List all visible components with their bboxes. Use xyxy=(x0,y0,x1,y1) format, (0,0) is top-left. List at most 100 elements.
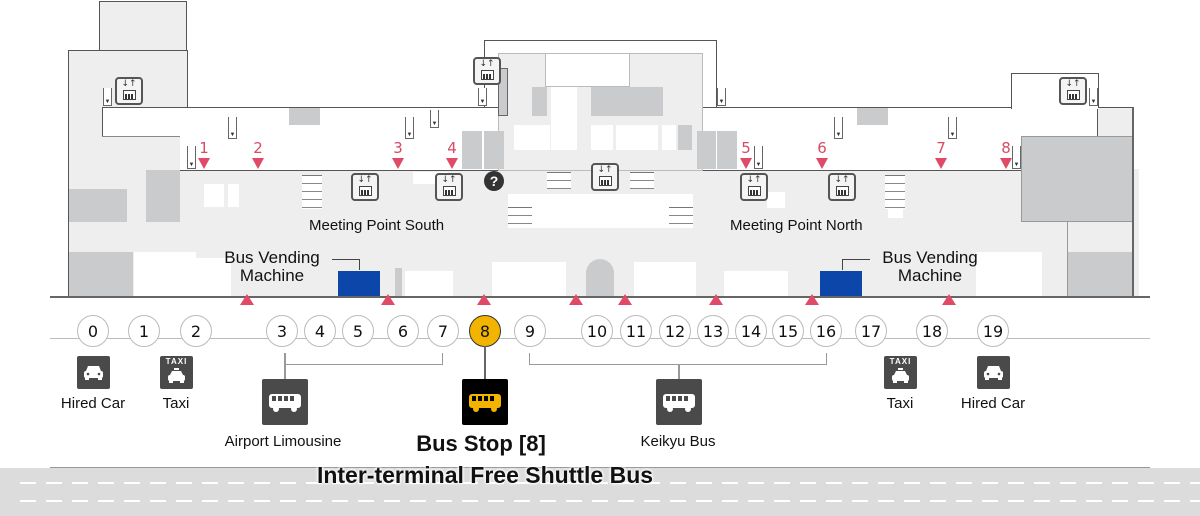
left-block-3 xyxy=(69,252,133,297)
central-grey-2 xyxy=(591,87,663,116)
escalator-icon xyxy=(1012,146,1021,169)
upper-grey-block-south xyxy=(289,108,320,125)
vending-label-line2: Machine xyxy=(239,266,305,285)
escalator-icon xyxy=(302,175,322,209)
exit-marker-icon xyxy=(569,294,583,305)
central-hall-white xyxy=(508,194,693,228)
bus-stop-17[interactable]: 17 xyxy=(855,315,887,347)
taxi-label: Taxi xyxy=(886,395,914,412)
exit-marker-icon xyxy=(816,158,828,169)
taxi-icon: TAXI xyxy=(160,356,193,389)
upper-grey-block-north xyxy=(857,108,888,125)
bus-stop-4[interactable]: 4 xyxy=(304,315,336,347)
keikyu-bracket xyxy=(529,353,827,365)
bus-stop-13[interactable]: 13 xyxy=(697,315,729,347)
left-shop-1 xyxy=(134,252,196,297)
bus-stop-0[interactable]: 0 xyxy=(77,315,109,347)
building-front-line xyxy=(50,296,1150,298)
exit-marker-icon xyxy=(1000,158,1012,169)
escalator-icon xyxy=(478,88,487,106)
bus-stop-title: Bus Stop [8] xyxy=(416,431,546,456)
elevator-icon: ↓↑ xyxy=(351,173,379,201)
exit-marker-icon xyxy=(740,158,752,169)
bus-stop-10[interactable]: 10 xyxy=(581,315,613,347)
left-block-1 xyxy=(69,189,127,222)
exit-marker-icon xyxy=(446,158,458,169)
vending-label-line1: Bus Vending xyxy=(224,248,320,267)
bus-stop-7[interactable]: 7 xyxy=(427,315,459,347)
left-block-2 xyxy=(146,170,180,222)
central-grey-1 xyxy=(532,87,547,116)
escalator-icon xyxy=(717,88,726,106)
shop-s3 xyxy=(196,258,231,297)
central-pillar-left-2 xyxy=(484,131,504,169)
central-white-2 xyxy=(514,125,550,150)
bus-stop-16[interactable]: 16 xyxy=(810,315,842,347)
keikyu-bus-label: Keikyu Bus xyxy=(640,433,716,450)
meeting-point-south-label: Meeting Point South xyxy=(309,217,445,234)
shop-c2 xyxy=(634,262,696,296)
bus-icon xyxy=(656,379,702,425)
exit-marker-icon xyxy=(252,158,264,169)
bus-stop-8[interactable]: 8 xyxy=(469,315,501,347)
shuttle-bus-icon[interactable] xyxy=(462,379,508,425)
hired-car-icon xyxy=(977,356,1010,389)
elevator-icon: ↓↑ xyxy=(828,173,856,201)
lane-marking xyxy=(20,500,1200,502)
exit-marker-icon xyxy=(805,294,819,305)
bus-stop-12[interactable]: 12 xyxy=(659,315,691,347)
right-wing-block-3 xyxy=(1067,252,1133,297)
hired-car-icon xyxy=(77,356,110,389)
shop-c1 xyxy=(492,262,566,296)
exit-number: 6 xyxy=(817,139,827,157)
taxi-icon: TAXI xyxy=(884,356,917,389)
bus-stop-6[interactable]: 6 xyxy=(387,315,419,347)
bus-stop-9[interactable]: 9 xyxy=(514,315,546,347)
road xyxy=(0,468,1200,516)
exit-number: 1 xyxy=(199,139,209,157)
information-icon[interactable]: ? xyxy=(484,171,504,191)
bus-stop-19[interactable]: 19 xyxy=(977,315,1009,347)
right-wing-border xyxy=(1132,107,1134,297)
shop-n3 xyxy=(767,192,785,208)
bus-stop-5[interactable]: 5 xyxy=(342,315,374,347)
central-ramp xyxy=(498,68,508,116)
bus-stop-3[interactable]: 3 xyxy=(266,315,298,347)
bus-stop-18[interactable]: 18 xyxy=(916,315,948,347)
vending-label-line2: Machine xyxy=(897,266,963,285)
shop-n1 xyxy=(976,252,1042,297)
escalator-icon xyxy=(405,117,414,139)
escalator-icon xyxy=(508,207,532,224)
exit-marker-icon xyxy=(477,294,491,305)
bus-stop-1[interactable]: 1 xyxy=(128,315,160,347)
left-shop-2 xyxy=(204,184,224,207)
bus-stop-14[interactable]: 14 xyxy=(735,315,767,347)
exit-marker-icon xyxy=(709,294,723,305)
exit-marker-icon xyxy=(618,294,632,305)
curb-line xyxy=(50,467,1150,468)
bus-stop-2[interactable]: 2 xyxy=(180,315,212,347)
bus-stop-15[interactable]: 15 xyxy=(772,315,804,347)
exit-marker-icon xyxy=(381,294,395,305)
shop-c3 xyxy=(724,271,788,296)
central-pillar-left xyxy=(462,131,482,169)
vending-leader-line xyxy=(842,259,870,270)
central-arch xyxy=(586,259,614,297)
escalator-icon xyxy=(430,110,439,128)
elevator-icon: ↓↑ xyxy=(1059,77,1087,105)
bus-vending-machine-south-label: Bus Vending Machine xyxy=(212,249,332,285)
escalator-icon xyxy=(187,146,196,169)
escalator-icon xyxy=(103,88,112,106)
central-grey-3 xyxy=(678,125,692,150)
hired-car-label: Hired Car xyxy=(60,395,126,412)
elevator-icon: ↓↑ xyxy=(740,173,768,201)
escalator-icon xyxy=(547,172,571,189)
bus-vending-machine-south[interactable] xyxy=(338,271,380,296)
exit-number: 5 xyxy=(741,139,751,157)
taxi-label: Taxi xyxy=(162,395,190,412)
elevator-icon: ↓↑ xyxy=(591,163,619,191)
elevator-icon: ↓↑ xyxy=(435,173,463,201)
bus-vending-machine-north[interactable] xyxy=(820,271,862,296)
bus-stop-11[interactable]: 11 xyxy=(620,315,652,347)
exit-number: 2 xyxy=(253,139,263,157)
